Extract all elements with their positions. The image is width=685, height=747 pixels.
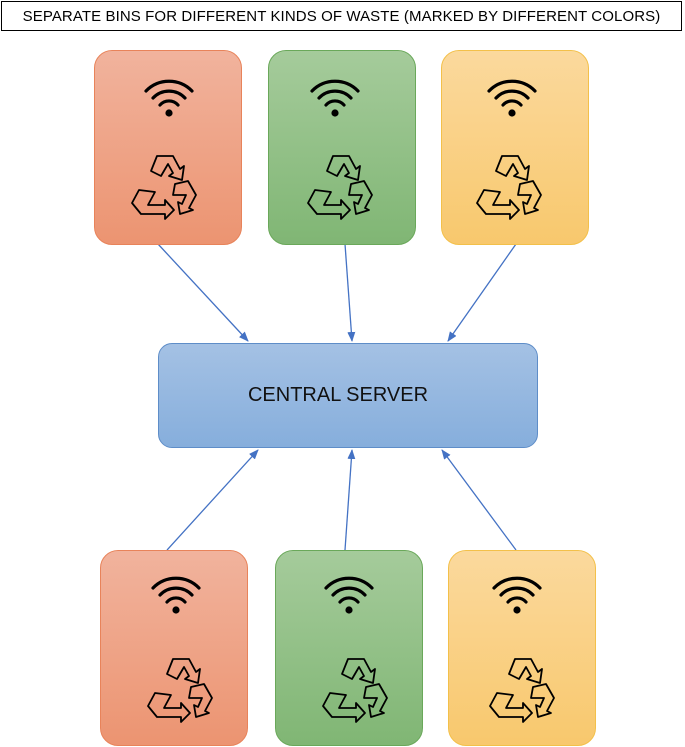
arrow-bottom-left [166,449,259,551]
recycle-icon [489,658,555,723]
bin-top-yellow [441,50,589,245]
recycle-icon [131,155,197,220]
recycle-icon [476,155,542,220]
wifi-icon [151,576,201,614]
central-server-node: CENTRAL SERVER [158,343,538,448]
bin-bottom-red [100,550,248,746]
arrow-top-right [447,243,517,342]
wifi-icon [310,79,360,117]
diagram-title: SEPARATE BINS FOR DIFFERENT KINDS OF WAS… [1,1,682,31]
bin-top-red [94,50,242,245]
recycle-icon [307,155,373,220]
bin-top-green [268,50,416,245]
arrow-top-left [157,243,249,342]
recycle-icon [147,658,213,723]
arrow-top-middle [344,243,356,342]
wifi-icon [492,576,542,614]
arrow-bottom-middle [344,449,356,551]
wifi-icon [487,79,537,117]
wifi-icon [144,79,194,117]
bin-bottom-yellow [448,550,596,746]
recycle-icon [322,658,388,723]
bin-bottom-green [275,550,423,746]
central-server-label: CENTRAL SERVER [247,384,429,406]
arrow-bottom-right [441,449,517,551]
wifi-icon [324,576,374,614]
